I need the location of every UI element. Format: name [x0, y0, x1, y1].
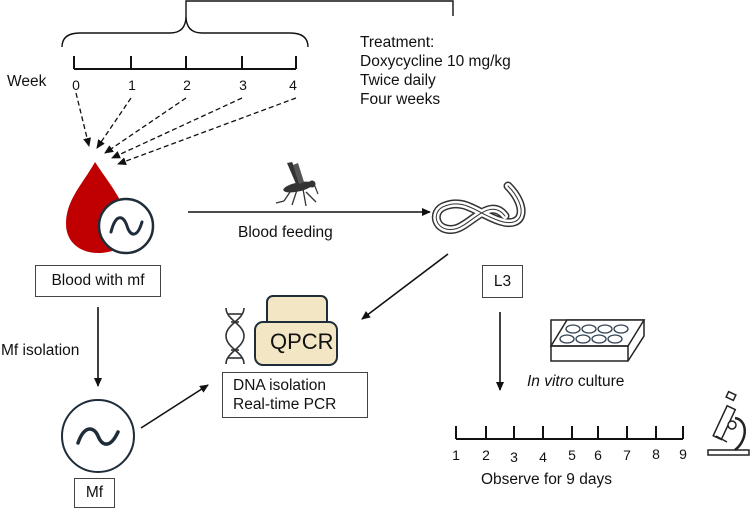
well-plate-icon: [549, 319, 646, 362]
mf-isolation-label: Mf isolation: [1, 342, 80, 359]
culture-word: culture: [573, 373, 625, 390]
in-vitro-culture-label: In vitro culture: [527, 372, 624, 391]
observe-timeline-axis: [455, 426, 684, 440]
realtime-pcr-label: Real-time PCR: [233, 396, 337, 413]
observe-label: Observe for 9 days: [481, 471, 612, 488]
qpcr-device-label: QPCR: [270, 329, 334, 354]
sampling-arrow-week-3: [111, 97, 243, 159]
dna-isolation-label: DNA isolation: [233, 377, 327, 394]
treatment-dose: Doxycycline 10 mg/kg: [360, 53, 511, 70]
sampling-arrow-week-2: [104, 97, 187, 154]
mosquito-icon: [275, 162, 319, 207]
qpcr-device-icon: [254, 295, 338, 366]
day-tick-label: 8: [652, 446, 660, 462]
week-tick-label: 4: [289, 77, 297, 93]
sampling-arrow-week-1: [96, 97, 132, 149]
day-tick-label: 9: [679, 446, 687, 462]
mf-to-qpcr-arrow: [140, 384, 209, 429]
day-tick-label: 7: [623, 447, 631, 463]
sampling-arrows: [75, 92, 297, 165]
microscope-icon: [707, 390, 750, 456]
week-timeline-axis: [73, 56, 297, 70]
mf-label: Mf: [74, 478, 115, 508]
day-tick-label: 5: [568, 447, 576, 463]
week-tick-label: 0: [72, 77, 80, 93]
qpcr-method-box: DNA isolation Real-time PCR: [222, 372, 368, 418]
sampling-arrow-week-4: [117, 97, 297, 165]
in-vitro-italic: In vitro: [527, 373, 574, 390]
day-tick-label: 4: [539, 449, 547, 465]
day-tick-label: 6: [594, 447, 602, 463]
treatment-heading: Treatment:: [360, 34, 435, 51]
l3-label: L3: [482, 265, 523, 298]
week-tick-label: 2: [183, 77, 191, 93]
larva-worm-icon: [431, 181, 526, 234]
day-tick-label: 1: [452, 447, 460, 463]
treatment-duration: Four weeks: [360, 91, 441, 108]
blood-with-mf-label: Blood with mf: [35, 265, 161, 297]
microfilaria-icon: [97, 197, 155, 255]
l3-to-qpcr-arrow: [361, 253, 449, 320]
treatment-frequency: Twice daily: [360, 72, 436, 89]
dna-icon: [225, 307, 245, 365]
sampling-arrow-week-0: [75, 92, 91, 147]
treatment-info: Treatment: Doxycycline 10 mg/kg Twice da…: [360, 33, 511, 109]
week-tick-label: 1: [128, 77, 136, 93]
blood-feeding-label: Blood feeding: [238, 224, 333, 241]
microfilaria-icon: [61, 399, 135, 473]
day-tick-label: 3: [510, 449, 518, 465]
day-tick-label: 2: [482, 447, 490, 463]
week-axis-label: Week: [7, 73, 47, 90]
week-tick-label: 3: [239, 77, 247, 93]
treatment-bracket: [61, 0, 454, 48]
